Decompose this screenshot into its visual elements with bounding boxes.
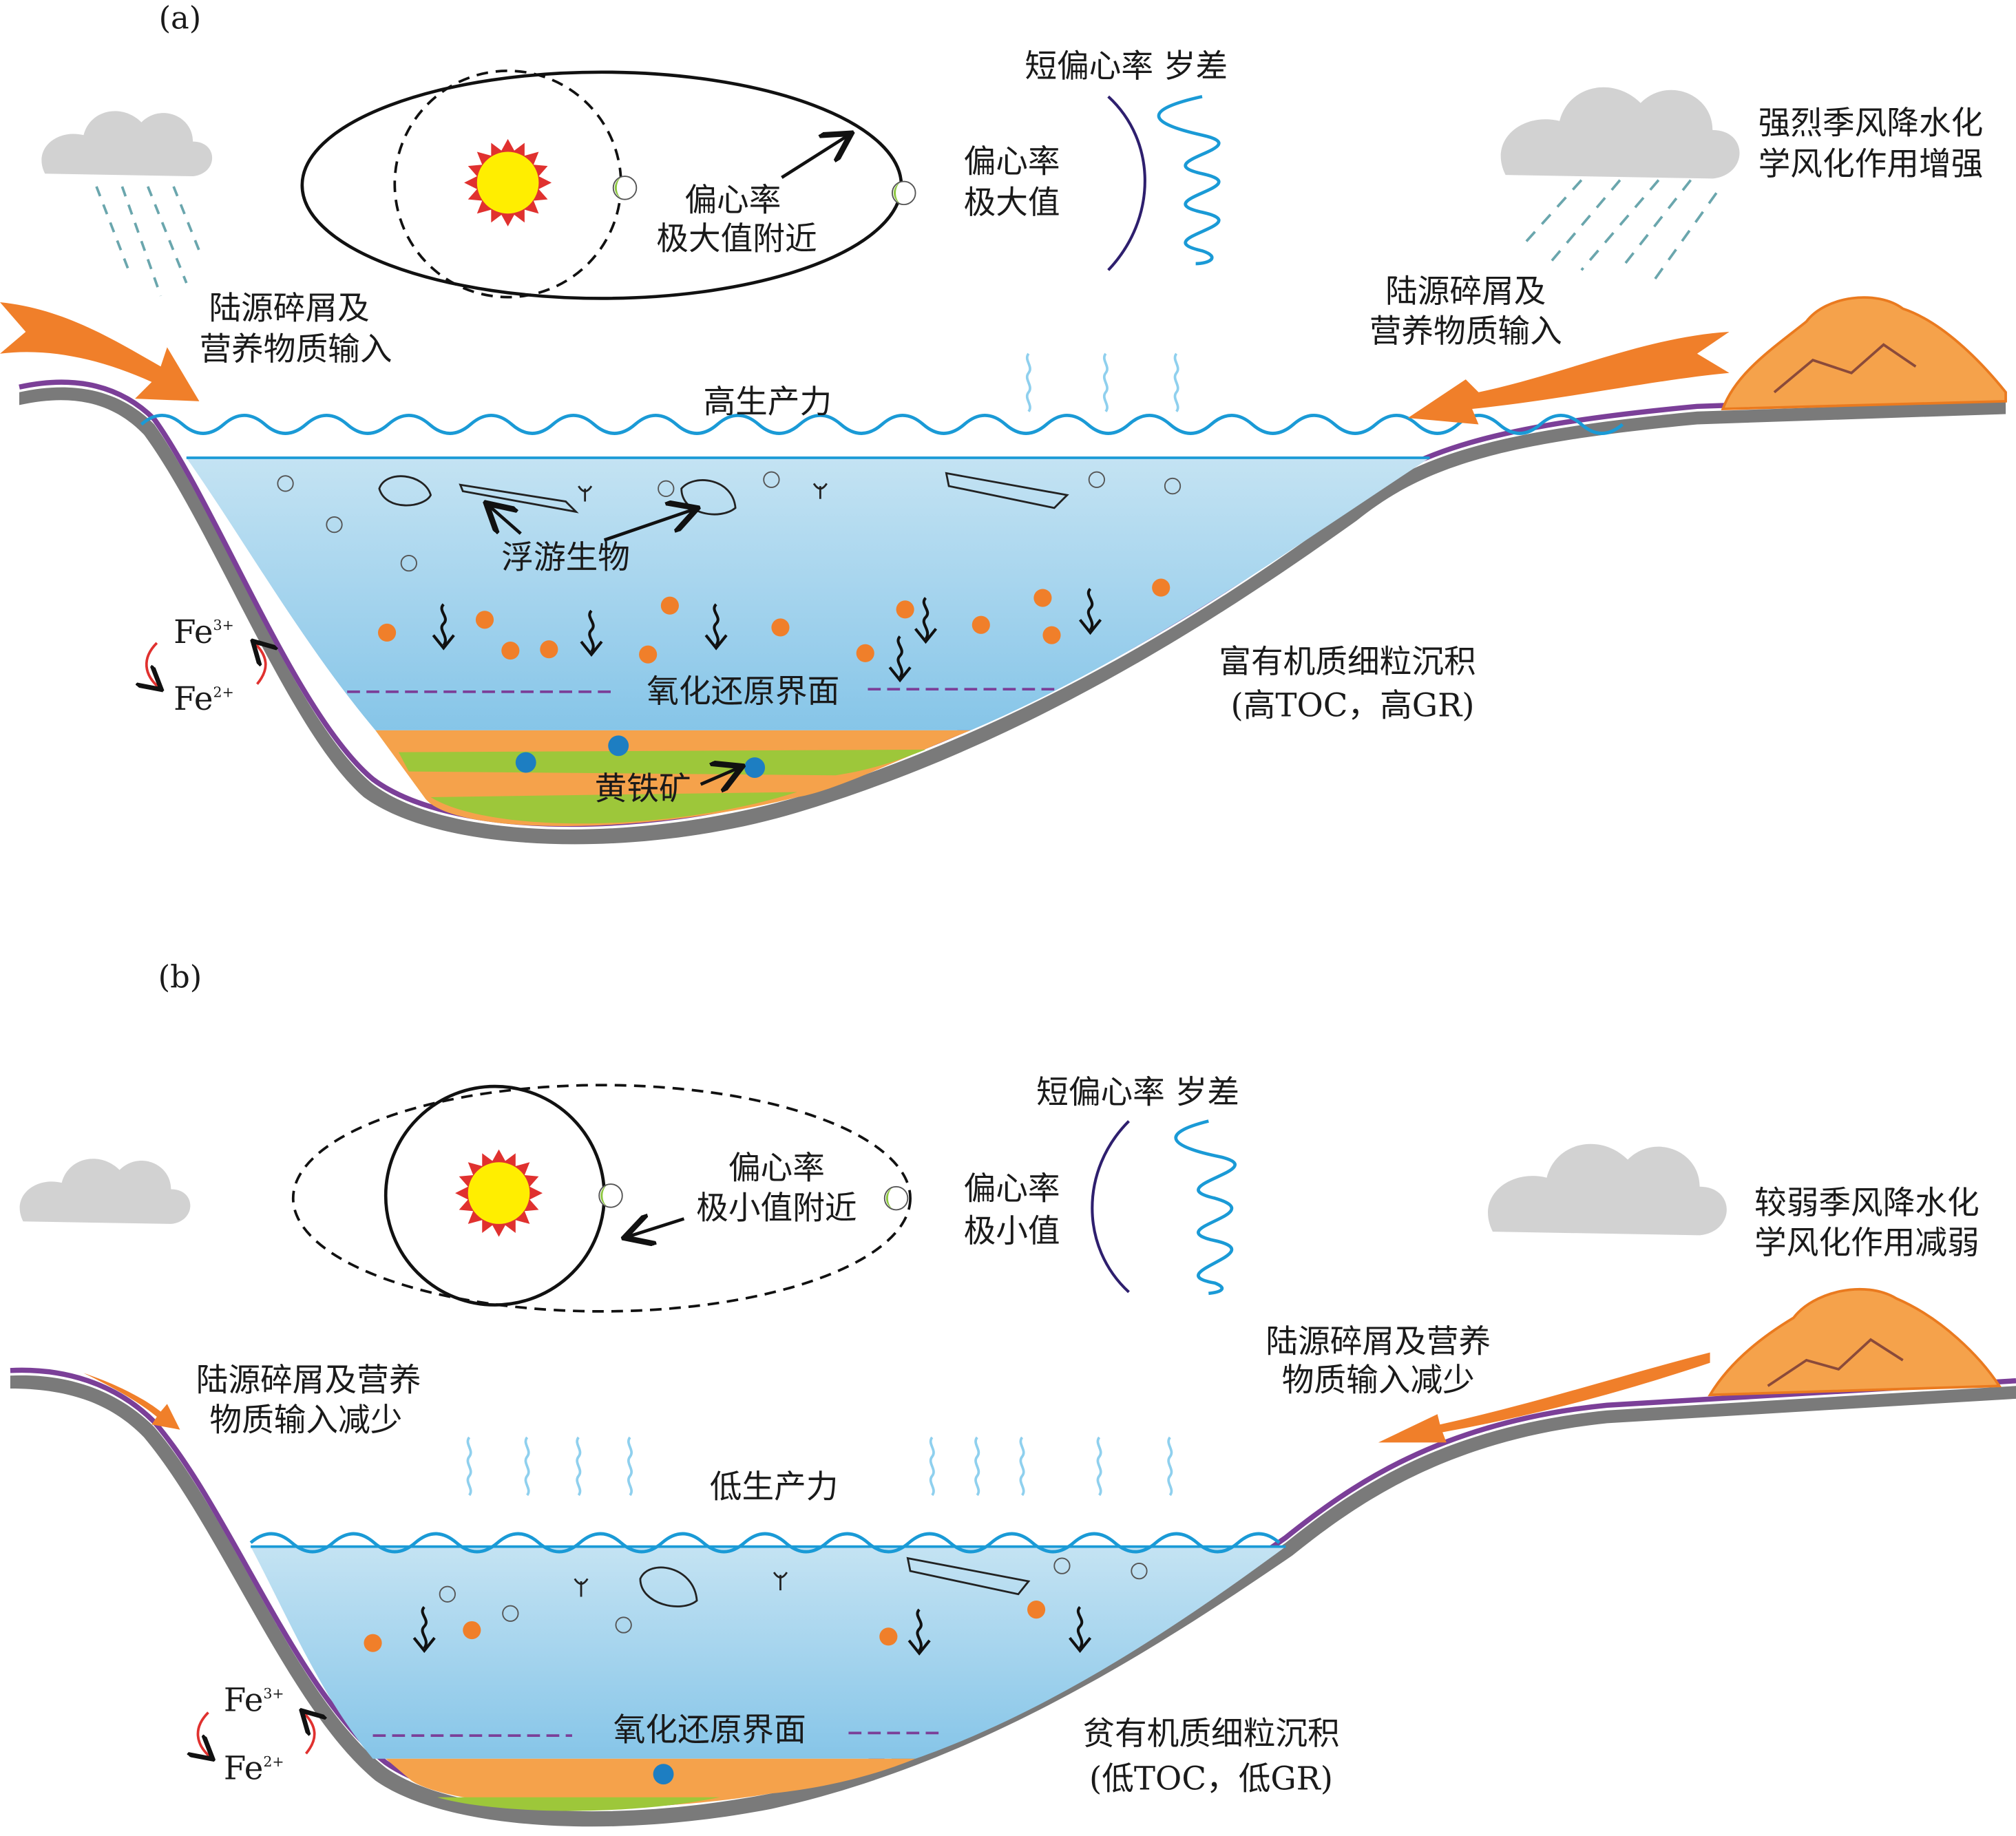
eccentricity-label: 极大值 bbox=[964, 184, 1060, 222]
orbit-pointer-arrow bbox=[781, 135, 848, 179]
fe3-label: Fe3+ bbox=[224, 1682, 284, 1720]
cloud-icon bbox=[1500, 87, 1740, 179]
panel-b-label: (b) bbox=[158, 958, 202, 995]
organic-particles bbox=[378, 578, 1170, 664]
eccentricity-label: 偏心率 bbox=[964, 1170, 1060, 1207]
eccentricity-curve bbox=[1091, 1120, 1130, 1294]
pyrite-label: 黄铁矿 bbox=[595, 771, 691, 808]
input-arrow-right bbox=[1378, 1352, 1710, 1443]
cycle-title: 短偏心率 岁差 bbox=[1036, 1074, 1239, 1111]
panel-b: (b) 偏心率 极小值附近 短偏心率 岁差 偏心率 极小值 较弱季风降水化 学风… bbox=[10, 958, 2016, 1827]
orbit-ellipse-high-eccentricity bbox=[300, 70, 903, 300]
earth-icon bbox=[612, 176, 638, 200]
lake-water bbox=[251, 1546, 1286, 1759]
pyrite-grain bbox=[653, 1764, 674, 1785]
orbit-pointer-arrow bbox=[627, 1218, 685, 1236]
water-surface-waves bbox=[140, 414, 1624, 435]
sediment-label: (低TOC，低GR) bbox=[1089, 1761, 1333, 1798]
plankton-label: 浮游生物 bbox=[501, 540, 630, 577]
eccentricity-label: 极小值 bbox=[964, 1213, 1060, 1250]
fe3-label: Fe3+ bbox=[174, 614, 234, 651]
organic-particles bbox=[364, 1601, 1046, 1652]
sediment-label: 富有机质细粒沉积 bbox=[1219, 644, 1476, 681]
earth-icon bbox=[598, 1183, 623, 1208]
precession-curve bbox=[1174, 1119, 1237, 1296]
orbit-label: 偏心率 bbox=[684, 182, 781, 219]
input-arrow-right bbox=[1407, 331, 1730, 425]
input-label-left: 物质输入减少 bbox=[209, 1402, 402, 1439]
mountain-icon bbox=[1721, 296, 2007, 410]
input-label-right: 营养物质输入 bbox=[1369, 313, 1562, 350]
orbit-ellipse-dashed bbox=[291, 1084, 912, 1313]
evaporation-icon bbox=[1173, 352, 1179, 413]
orbit-label: 极大值附近 bbox=[656, 220, 817, 257]
input-arrow-left bbox=[0, 302, 200, 401]
cloud-icon bbox=[1488, 1143, 1727, 1236]
sediment-layers bbox=[386, 1758, 916, 1808]
input-label-right: 陆源碎屑及 bbox=[1385, 273, 1546, 310]
sediment-label: (高TOC，高GR) bbox=[1230, 687, 1474, 724]
earth-icon bbox=[883, 1185, 909, 1211]
productivity-label: 高生产力 bbox=[703, 384, 832, 421]
plankton-icons bbox=[574, 1557, 1031, 1607]
mountain-icon bbox=[1708, 1287, 2002, 1397]
orbit-label: 极小值附近 bbox=[696, 1190, 857, 1227]
fe2-label: Fe2+ bbox=[224, 1751, 284, 1788]
climate-label: 较弱季风降水化 bbox=[1754, 1185, 1980, 1222]
sediment-label: 贫有机质细粒沉积 bbox=[1082, 1716, 1339, 1753]
sun-icon bbox=[455, 1149, 543, 1237]
redox-cycle-arrow bbox=[147, 642, 160, 688]
pyrite-grains bbox=[515, 735, 766, 778]
input-label-right: 物质输入减少 bbox=[1282, 1362, 1475, 1400]
rain-icon bbox=[1522, 179, 1718, 284]
climate-label: 学风化作用增强 bbox=[1758, 146, 1984, 183]
panel-a-label: (a) bbox=[159, 0, 202, 36]
redox-label: 氧化还原界面 bbox=[647, 673, 839, 710]
productivity-label: 低生产力 bbox=[710, 1469, 839, 1506]
eccentricity-curve bbox=[1107, 95, 1146, 271]
input-label-left: 陆源碎屑及营养 bbox=[196, 1362, 421, 1400]
panel-a: (a) 偏心率 极大值附近 短偏心率 岁差 偏心率 极大值 强烈季风降水化 学风… bbox=[0, 0, 2007, 845]
cloud-icon bbox=[41, 111, 213, 177]
earth-icon bbox=[892, 180, 916, 206]
sun-icon bbox=[464, 138, 552, 226]
input-label-left: 陆源碎屑及 bbox=[209, 290, 369, 327]
input-label-right: 陆源碎屑及营养 bbox=[1266, 1324, 1491, 1361]
climate-label: 强烈季风降水化 bbox=[1758, 105, 1984, 142]
cycle-title: 短偏心率 岁差 bbox=[1025, 48, 1228, 85]
redox-cycle-arrow bbox=[198, 1711, 211, 1758]
fe2-label: Fe2+ bbox=[174, 681, 234, 718]
precession-curve bbox=[1157, 94, 1221, 266]
input-label-left: 营养物质输入 bbox=[199, 331, 392, 368]
eccentricity-label: 偏心率 bbox=[964, 143, 1060, 180]
input-arrow-left bbox=[83, 1373, 180, 1430]
water-surface-waves bbox=[249, 1532, 1281, 1554]
redox-label: 氧化还原界面 bbox=[613, 1712, 806, 1749]
evaporation-icon bbox=[1025, 352, 1031, 413]
orbit-label: 偏心率 bbox=[728, 1150, 825, 1188]
cloud-icon bbox=[19, 1159, 191, 1224]
rain-icon bbox=[95, 186, 201, 297]
climate-label: 学风化作用减弱 bbox=[1754, 1225, 1980, 1262]
evaporation-icon bbox=[1102, 352, 1109, 413]
